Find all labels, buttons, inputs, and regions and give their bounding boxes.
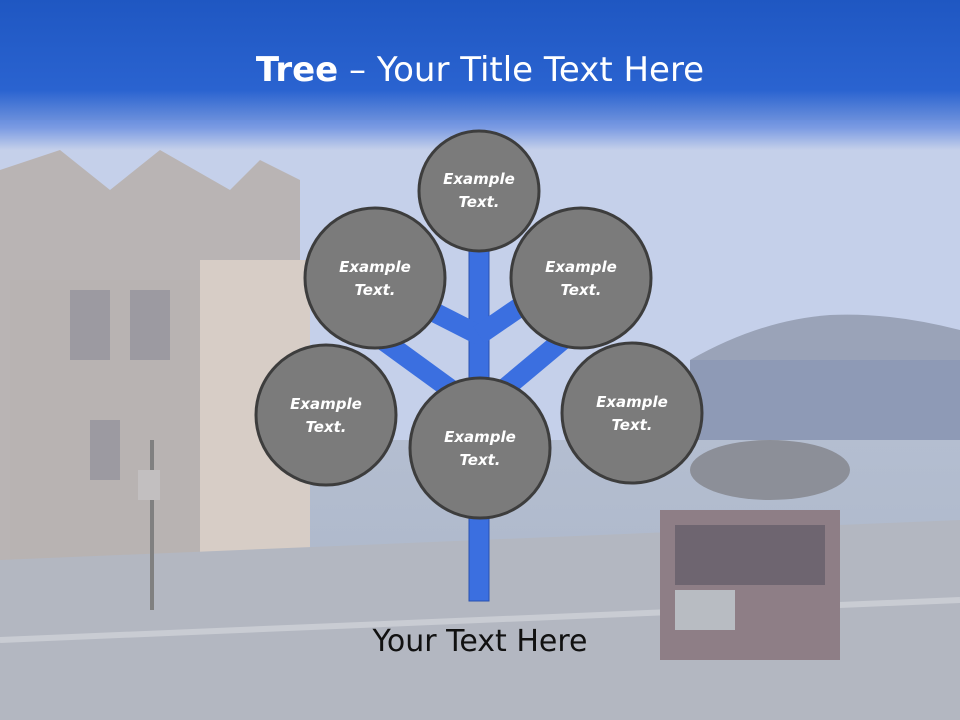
node-top-line1: Example [443, 170, 515, 188]
node-circle-lower-right [560, 341, 704, 485]
node-upper-left: Example Text. [320, 256, 430, 302]
node-upper-right-line2: Text. [560, 281, 602, 299]
node-lower-right: Example Text. [577, 391, 687, 437]
node-lower-left-line2: Text. [305, 418, 347, 436]
caption-text: Your Text Here [372, 624, 588, 659]
node-top-line2: Text. [458, 193, 500, 211]
node-lower-right-line1: Example [596, 393, 668, 411]
node-circle-lower-left [254, 343, 398, 487]
title-bold: Tree [255, 50, 339, 90]
node-center-line1: Example [444, 428, 516, 446]
node-lower-left: Example Text. [271, 393, 381, 439]
node-circle-upper-right [509, 206, 653, 350]
node-center-line2: Text. [459, 451, 501, 469]
node-center: Example Text. [425, 426, 535, 472]
node-upper-left-line1: Example [339, 258, 411, 276]
node-upper-right-line1: Example [545, 258, 617, 276]
node-upper-left-line2: Text. [354, 281, 396, 299]
node-lower-right-line2: Text. [611, 416, 653, 434]
node-lower-left-line1: Example [290, 395, 362, 413]
node-circle-top [417, 129, 541, 253]
title-rest: – Your Title Text Here [338, 50, 705, 90]
node-circle-center [408, 376, 552, 520]
title-banner [0, 0, 960, 150]
node-circle-upper-left [303, 206, 447, 350]
node-top: Example Text. [424, 168, 534, 214]
slide-title: Tree – Your Title Text Here [0, 50, 960, 90]
node-upper-right: Example Text. [526, 256, 636, 302]
